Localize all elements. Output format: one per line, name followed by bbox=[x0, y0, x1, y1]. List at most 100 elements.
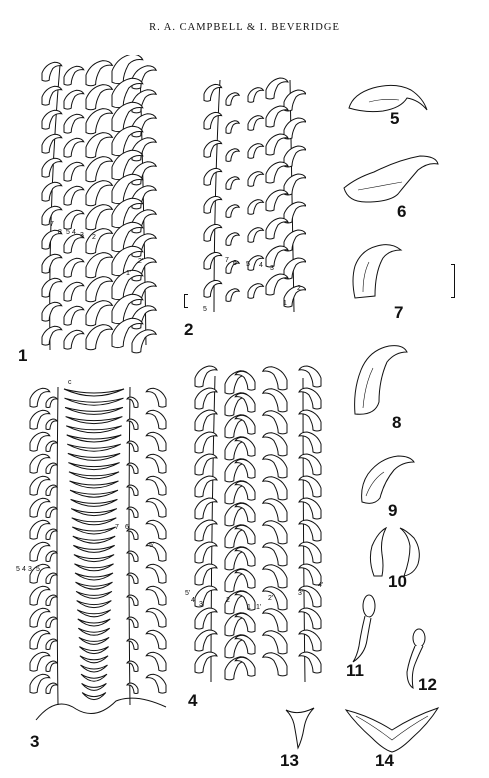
hook bbox=[266, 162, 288, 183]
hook bbox=[204, 280, 222, 297]
hook bbox=[30, 674, 50, 693]
hook bbox=[64, 234, 84, 253]
chevron-hook bbox=[74, 564, 113, 571]
figure-6-label: 6 bbox=[397, 202, 407, 221]
fig2-hook-number: 1 bbox=[283, 300, 287, 307]
hook bbox=[127, 463, 138, 474]
hook-rows bbox=[30, 388, 166, 693]
hook bbox=[42, 182, 62, 201]
hook bbox=[42, 254, 62, 273]
hook bbox=[46, 573, 57, 584]
hook bbox=[204, 84, 222, 101]
hook bbox=[195, 564, 217, 585]
chevron-hook bbox=[66, 426, 122, 433]
hook bbox=[127, 573, 138, 584]
running-header: R. A. CAMPBELL & I. BEVERIDGE bbox=[149, 22, 340, 33]
hook bbox=[204, 196, 222, 213]
hook bbox=[263, 609, 287, 632]
hook bbox=[146, 432, 166, 451]
hook bbox=[248, 200, 263, 215]
hook bbox=[235, 657, 255, 676]
hook bbox=[284, 118, 306, 139]
hook bbox=[86, 205, 112, 230]
hook bbox=[64, 282, 84, 301]
hook bbox=[46, 463, 57, 474]
hook bbox=[86, 157, 112, 182]
hook bbox=[146, 520, 166, 539]
hook bbox=[284, 146, 306, 167]
chevron-hook bbox=[68, 463, 119, 470]
fig3-hook-number: 7 bbox=[115, 524, 119, 531]
chevron-hook bbox=[71, 499, 118, 506]
hook bbox=[235, 481, 255, 500]
hook bbox=[235, 503, 255, 522]
hook bbox=[146, 674, 166, 693]
hook bbox=[64, 138, 84, 157]
hook bbox=[127, 419, 138, 430]
figure-1-label: 1 bbox=[18, 346, 28, 365]
hook bbox=[226, 205, 239, 218]
hook bbox=[263, 587, 287, 610]
hook bbox=[195, 520, 217, 541]
fig3-hook-number: 5' bbox=[149, 542, 155, 549]
hook bbox=[195, 608, 217, 629]
hook bbox=[127, 639, 138, 650]
hook bbox=[132, 90, 156, 113]
fig2-hook-number: 4 bbox=[259, 262, 263, 269]
hook bbox=[263, 411, 287, 434]
hook bbox=[204, 224, 222, 241]
hook bbox=[112, 318, 143, 347]
hook bbox=[86, 229, 112, 254]
chevron-hook bbox=[65, 407, 123, 414]
hook bbox=[263, 433, 287, 456]
hook bbox=[30, 432, 50, 451]
hook bbox=[235, 525, 255, 544]
hook bbox=[248, 228, 263, 243]
chevron-hook bbox=[73, 536, 115, 543]
fig3-hook-number: 3 bbox=[28, 566, 32, 573]
hook bbox=[86, 277, 112, 302]
hook bbox=[42, 326, 62, 345]
hook bbox=[132, 66, 156, 89]
hook bbox=[235, 635, 255, 654]
hook bbox=[299, 542, 321, 563]
hook bbox=[235, 437, 255, 456]
figure-13-hook bbox=[280, 702, 320, 752]
figure-3-drawing bbox=[16, 375, 186, 735]
figure-6-hook bbox=[340, 150, 440, 206]
chevron-hooks bbox=[64, 389, 124, 700]
hook bbox=[127, 397, 138, 408]
fig2-hook-number: 2 bbox=[297, 285, 301, 292]
hook bbox=[146, 454, 166, 473]
hook bbox=[86, 109, 112, 134]
hook bbox=[235, 415, 255, 434]
hook bbox=[266, 106, 288, 127]
hook bbox=[86, 325, 112, 350]
hook bbox=[127, 683, 138, 694]
figure-8-label: 8 bbox=[392, 413, 402, 432]
figure-11-label: 11 bbox=[346, 661, 364, 680]
figure-10-label: 10 bbox=[388, 572, 407, 591]
hook bbox=[127, 617, 138, 628]
figure-7-hook bbox=[345, 240, 415, 302]
hook bbox=[195, 542, 217, 563]
chevron-hook bbox=[69, 472, 119, 479]
chevron-hook bbox=[82, 693, 106, 700]
hook bbox=[46, 639, 57, 650]
hook bbox=[42, 158, 62, 177]
chevron-hook bbox=[77, 601, 112, 608]
hook bbox=[195, 366, 217, 387]
fig4-hook-number: 2' bbox=[268, 595, 274, 602]
hook bbox=[195, 432, 217, 453]
chevron-hook bbox=[77, 610, 111, 617]
hook bbox=[127, 551, 138, 562]
figure-12-label: 12 bbox=[418, 675, 437, 694]
hook bbox=[195, 410, 217, 431]
hook bbox=[263, 477, 287, 500]
hook bbox=[127, 661, 138, 672]
hook bbox=[299, 388, 321, 409]
hook bbox=[195, 652, 217, 673]
hook bbox=[64, 162, 84, 181]
figure-7-label: 7 bbox=[394, 303, 404, 322]
chevron-hook bbox=[66, 417, 123, 424]
